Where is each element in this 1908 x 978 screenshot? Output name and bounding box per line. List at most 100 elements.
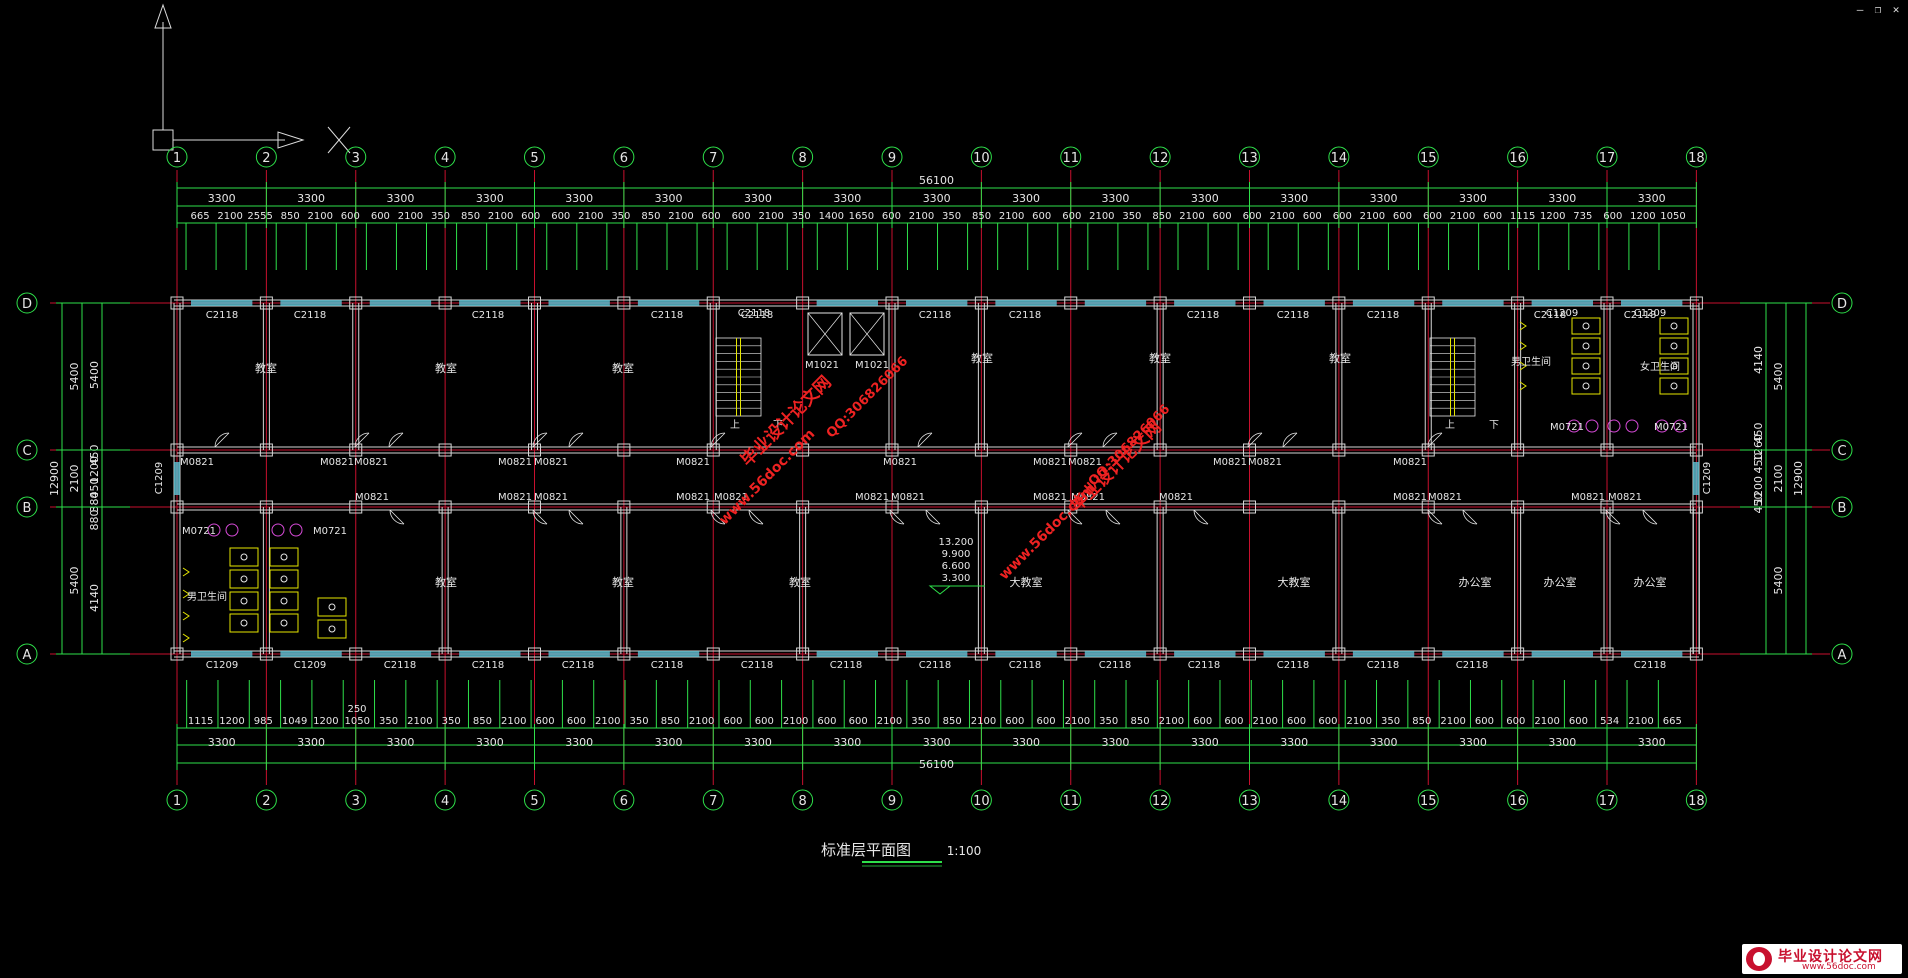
door-swing [710,509,726,525]
dim-bay-bottom-label: 3300 [476,736,504,749]
column [1511,500,1525,514]
door-label: M0721 [182,526,216,537]
door-label: M1021 [805,360,839,371]
dim-bay-bottom-label: 3300 [1280,736,1308,749]
door-label: M0821 [676,492,710,503]
axis-bubble [1328,146,1350,168]
window-label: C2118 [472,660,504,671]
window-north [1531,300,1593,306]
dim-left-detail-label: 1200 [88,456,101,484]
axis-bubble [1239,146,1260,168]
column [1511,443,1525,457]
column [259,500,273,514]
dim-detail-top-label: 350 [792,211,811,222]
dim-bay-bottom-label: 3300 [1101,736,1129,749]
dim-detail-bottom-label: 600 [1569,716,1588,727]
column [796,500,810,514]
dim-right-detail-label: 4140 [1752,346,1765,374]
window-label: C2118 [1187,310,1219,321]
door-swing [748,509,764,525]
window-label: C2118 [384,660,416,671]
restore-icon[interactable]: ❐ [1874,3,1882,16]
axis-bubble [1507,146,1529,168]
axis-bubble [16,292,38,314]
dim-bay-bottom-label: 3300 [565,736,593,749]
urinal-icon [182,567,190,577]
axis-bubble-label: 17 [1599,151,1616,166]
column [1153,500,1167,514]
toilet-stall [1571,317,1601,335]
column [528,647,541,661]
window-north [637,300,700,306]
window-label: C1209 [294,660,326,671]
door-swing [710,432,726,448]
window-label: C2118 [651,310,683,321]
window-north [1442,300,1504,306]
axis-bubble-label: 14 [1331,794,1348,809]
window-label: C2118 [919,310,951,321]
axis-bubble [792,789,814,811]
wc-sink-icon [1655,419,1669,433]
window-north [191,300,253,306]
column [1243,443,1256,457]
axis-bubble-label: 11 [1062,151,1079,166]
wc-sink-icon [271,523,285,537]
dim-detail-bottom-label: 1115 [188,716,213,727]
toilet-stall [229,569,259,589]
dim-bay-top-label: 3300 [386,192,414,205]
door-label: M0821 [855,492,889,503]
window-south [280,651,342,657]
door-label: M0821 [1393,457,1427,468]
window-label: C1209 [1546,308,1578,319]
window-north [1263,300,1325,306]
column [1689,500,1703,514]
windows [174,300,1699,657]
dim-bay-bottom-label: 3300 [1012,736,1040,749]
dim-bay-bottom-label: 3300 [744,736,772,749]
axis-bubble-label: 15 [1420,794,1437,809]
door-label: M0821 [1071,492,1105,503]
window-label: C2118 [1634,660,1666,671]
dim-bay-top-label: 3300 [1191,192,1219,205]
dim-detail-bottom-label: 2100 [1159,716,1184,727]
room-label: 教室 [435,361,457,375]
dim-detail-top-label: 2100 [1179,211,1204,222]
axis-bubble [1149,789,1171,811]
door-label: M0821 [355,492,389,503]
window-east [1693,462,1699,495]
dim-detail-top-label: 1115 [1510,211,1535,222]
dim-detail-bottom-label: 600 [1506,716,1525,727]
dim-detail-bottom-label: 2100 [501,716,526,727]
window-south [191,651,253,657]
dim-detail-bottom-label: 2100 [877,716,902,727]
axis-bubble-label: A [23,648,32,663]
column [974,443,988,457]
column [617,443,631,457]
column [974,647,988,661]
axis-bubble-label: 1 [173,794,181,809]
door-swing [1067,509,1083,525]
window-south [369,651,432,657]
dim-left-outer-label: 12900 [48,461,61,496]
dim-detail-bottom-label: 600 [755,716,774,727]
wc-sink-icon [1567,419,1581,433]
door-swing [1247,432,1263,448]
door-label: M0821 [534,492,568,503]
axis-bubble [434,146,456,168]
urinal-icon [182,589,190,599]
column [1511,647,1525,661]
axis-bubble [166,146,188,168]
dim-bay-top-label: 3300 [1459,192,1487,205]
axis-bubble [1060,146,1082,168]
dim-detail-bottom-label: 2100 [971,716,996,727]
dim-detail-top-label: 1400 [819,211,844,222]
minimize-icon[interactable]: – [1856,3,1864,16]
window-north [816,300,878,306]
window-label: C2118 [472,310,504,321]
door-swing [1193,509,1209,525]
close-icon[interactable]: ✕ [1892,3,1900,16]
column [1153,296,1167,310]
dim-right-inner-label: 5400 [1772,363,1785,391]
column [974,500,988,514]
